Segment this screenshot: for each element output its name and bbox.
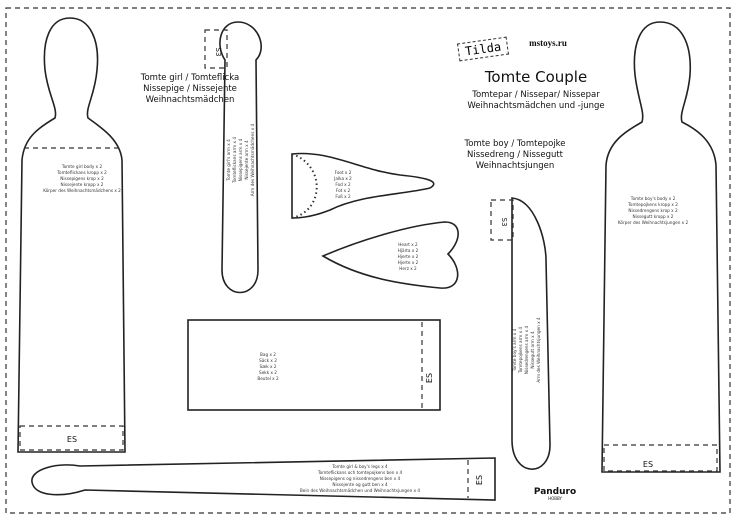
svg-text:Hjerte x 2: Hjerte x 2 — [398, 260, 419, 265]
pattern-subtitle: Tomtepar / Nissepar/ Nissepar — [471, 90, 600, 100]
svg-text:Nissegutt arm x 4: Nissegutt arm x 4 — [530, 331, 535, 369]
svg-text:Bein des Weihnachtsmädchen und: Bein des Weihnachtsmädchen und Weihnacht… — [300, 488, 421, 493]
es-label: ES — [475, 475, 484, 485]
leg-label: Tomte girl & boy's legs x 4 Tomteflickan… — [300, 464, 421, 493]
svg-text:Tomteflickans och tomtepojkens: Tomteflickans och tomtepojkens ben x 4 — [317, 470, 403, 475]
svg-text:Tomte boy's body x 2: Tomte boy's body x 2 — [630, 196, 676, 201]
girl-heading: Tomte girl / Tomteflicka Nissepige / Nis… — [140, 73, 240, 105]
svg-text:Arm des Weihnachtsjungen x 4: Arm des Weihnachtsjungen x 4 — [536, 317, 541, 382]
pattern-title: Tomte Couple — [484, 68, 587, 86]
foot-label: Foot x 2 Jalka x 2 Fod x 2 Fot x 2 Fuß x… — [333, 170, 352, 199]
svg-text:Sæk x 2: Sæk x 2 — [260, 364, 277, 369]
svg-text:Körper des Weihnachtsjungen x: Körper des Weihnachtsjungen x 2 — [618, 220, 689, 225]
heart-outline — [321, 221, 459, 289]
svg-text:Nissepigens og nissedrengens b: Nissepigens og nissedrengens ben x 4 — [320, 476, 401, 481]
svg-text:Beutel x 2: Beutel x 2 — [257, 376, 279, 381]
svg-text:Hjärta x 2: Hjärta x 2 — [398, 248, 419, 253]
sack-outline — [187, 319, 441, 411]
publisher-logo: Panduro — [534, 487, 576, 497]
svg-text:Bag x 2: Bag x 2 — [260, 352, 276, 357]
sheet-border — [5, 7, 731, 514]
svg-text:Tomtepojkens arm x 4: Tomtepojkens arm x 4 — [518, 327, 523, 375]
svg-text:Fuß x 2: Fuß x 2 — [335, 194, 351, 199]
svg-text:Foot x 2: Foot x 2 — [335, 170, 352, 175]
svg-text:Nissejente arm x 4: Nissejente arm x 4 — [244, 140, 249, 180]
svg-text:Herz x 2: Herz x 2 — [399, 266, 417, 271]
publisher-sub: HOBBY — [548, 496, 562, 501]
svg-text:Tomte girl's arm x 4: Tomte girl's arm x 4 — [226, 139, 231, 182]
svg-text:Säck x 2: Säck x 2 — [259, 358, 277, 363]
boy-heading: Tomte boy / Tomtepojke Nissedreng / Niss… — [464, 139, 566, 171]
svg-text:Arm des Weihnachtsmädchens x 4: Arm des Weihnachtsmädchens x 4 — [250, 123, 255, 196]
svg-text:Heart x 2: Heart x 2 — [398, 242, 418, 247]
boy-body-outline — [601, 21, 721, 473]
svg-text:Nissejente kropp x 2: Nissejente kropp x 2 — [61, 182, 104, 187]
svg-text:Tomteflickans arm x 4: Tomteflickans arm x 4 — [232, 137, 237, 184]
svg-text:Nissegutt kropp x 2: Nissegutt kropp x 2 — [633, 214, 674, 219]
girl-arm-label: Tomte girl's arm x 4 Tomteflickans arm x… — [226, 123, 255, 196]
s3-label: S3 — [500, 218, 508, 227]
girl-body-label: Tomte girl body x 2 Tomteflickans kropp … — [43, 164, 121, 193]
svg-text:Tomte girl body x 2: Tomte girl body x 2 — [61, 164, 103, 169]
girl-arm-outline — [219, 21, 262, 294]
svg-text:Jalka x 2: Jalka x 2 — [333, 176, 352, 181]
es-label: ES — [425, 373, 434, 383]
boy-body-label: Tomte boy's body x 2 Tomtepojkens kropp … — [618, 196, 689, 225]
svg-text:Tomteflickans kropp x 2: Tomteflickans kropp x 2 — [56, 170, 107, 175]
es-label: ES — [643, 460, 653, 469]
es-label: ES — [67, 435, 77, 444]
svg-text:Fot x 2: Fot x 2 — [336, 188, 351, 193]
svg-text:Nissepige / Nissejente: Nissepige / Nissejente — [143, 84, 237, 94]
svg-text:Weihnachtsjungen: Weihnachtsjungen — [476, 161, 554, 171]
svg-text:Tomtepojkens kropp x 2: Tomtepojkens kropp x 2 — [627, 202, 678, 207]
svg-text:Nissepigens krop x 2: Nissepigens krop x 2 — [60, 176, 104, 181]
foot-seam — [291, 153, 318, 219]
svg-text:Tomte boy's arm x 4: Tomte boy's arm x 4 — [512, 328, 517, 372]
site-url: mstoys.ru — [529, 38, 567, 48]
leg-outline — [31, 457, 496, 501]
boy-body-es — [603, 444, 718, 472]
s3-label: S3 — [214, 48, 222, 57]
svg-text:Sekk x 2: Sekk x 2 — [259, 370, 277, 375]
svg-text:Tomte boy / Tomtepojke: Tomte boy / Tomtepojke — [464, 139, 566, 149]
svg-text:Fod x 2: Fod x 2 — [335, 182, 351, 187]
svg-text:Tomte girl / Tomteflicka: Tomte girl / Tomteflicka — [140, 73, 240, 83]
svg-text:Nissejente og gutt ben x 4: Nissejente og gutt ben x 4 — [332, 482, 388, 487]
svg-text:Hjerte x 2: Hjerte x 2 — [398, 254, 419, 259]
svg-text:Nissepigens arm x 4: Nissepigens arm x 4 — [238, 138, 243, 181]
sack-label: Bag x 2 Säck x 2 Sæk x 2 Sekk x 2 Beutel… — [257, 352, 279, 381]
svg-text:Nissedreng / Nissegutt: Nissedreng / Nissegutt — [467, 150, 564, 160]
svg-text:Körper des Weihnachtsmädchens: Körper des Weihnachtsmädchens x 2 — [43, 188, 121, 193]
boy-arm-outline — [511, 197, 551, 470]
girl-body-outline — [17, 17, 126, 453]
svg-text:Weihnachtsmädchen: Weihnachtsmädchen — [146, 95, 235, 105]
boy-arm-tab — [490, 199, 514, 241]
heart-label: Heart x 2 Hjärta x 2 Hjerte x 2 Hjerte x… — [398, 242, 419, 271]
boy-arm-label: Tomte boy's arm x 4 Tomtepojkens arm x 4… — [512, 317, 541, 382]
pattern-subtitle-de: Weihnachtsmädchen und -junge — [467, 101, 604, 111]
svg-text:Nissedrengens krop x 2: Nissedrengens krop x 2 — [628, 208, 678, 213]
girl-arm-tab — [204, 29, 228, 69]
svg-text:Nissedrengens arm x 4: Nissedrengens arm x 4 — [524, 326, 529, 375]
svg-text:Tomte girl & boy's legs x 4: Tomte girl & boy's legs x 4 — [331, 464, 388, 469]
foot-outline — [291, 152, 435, 219]
